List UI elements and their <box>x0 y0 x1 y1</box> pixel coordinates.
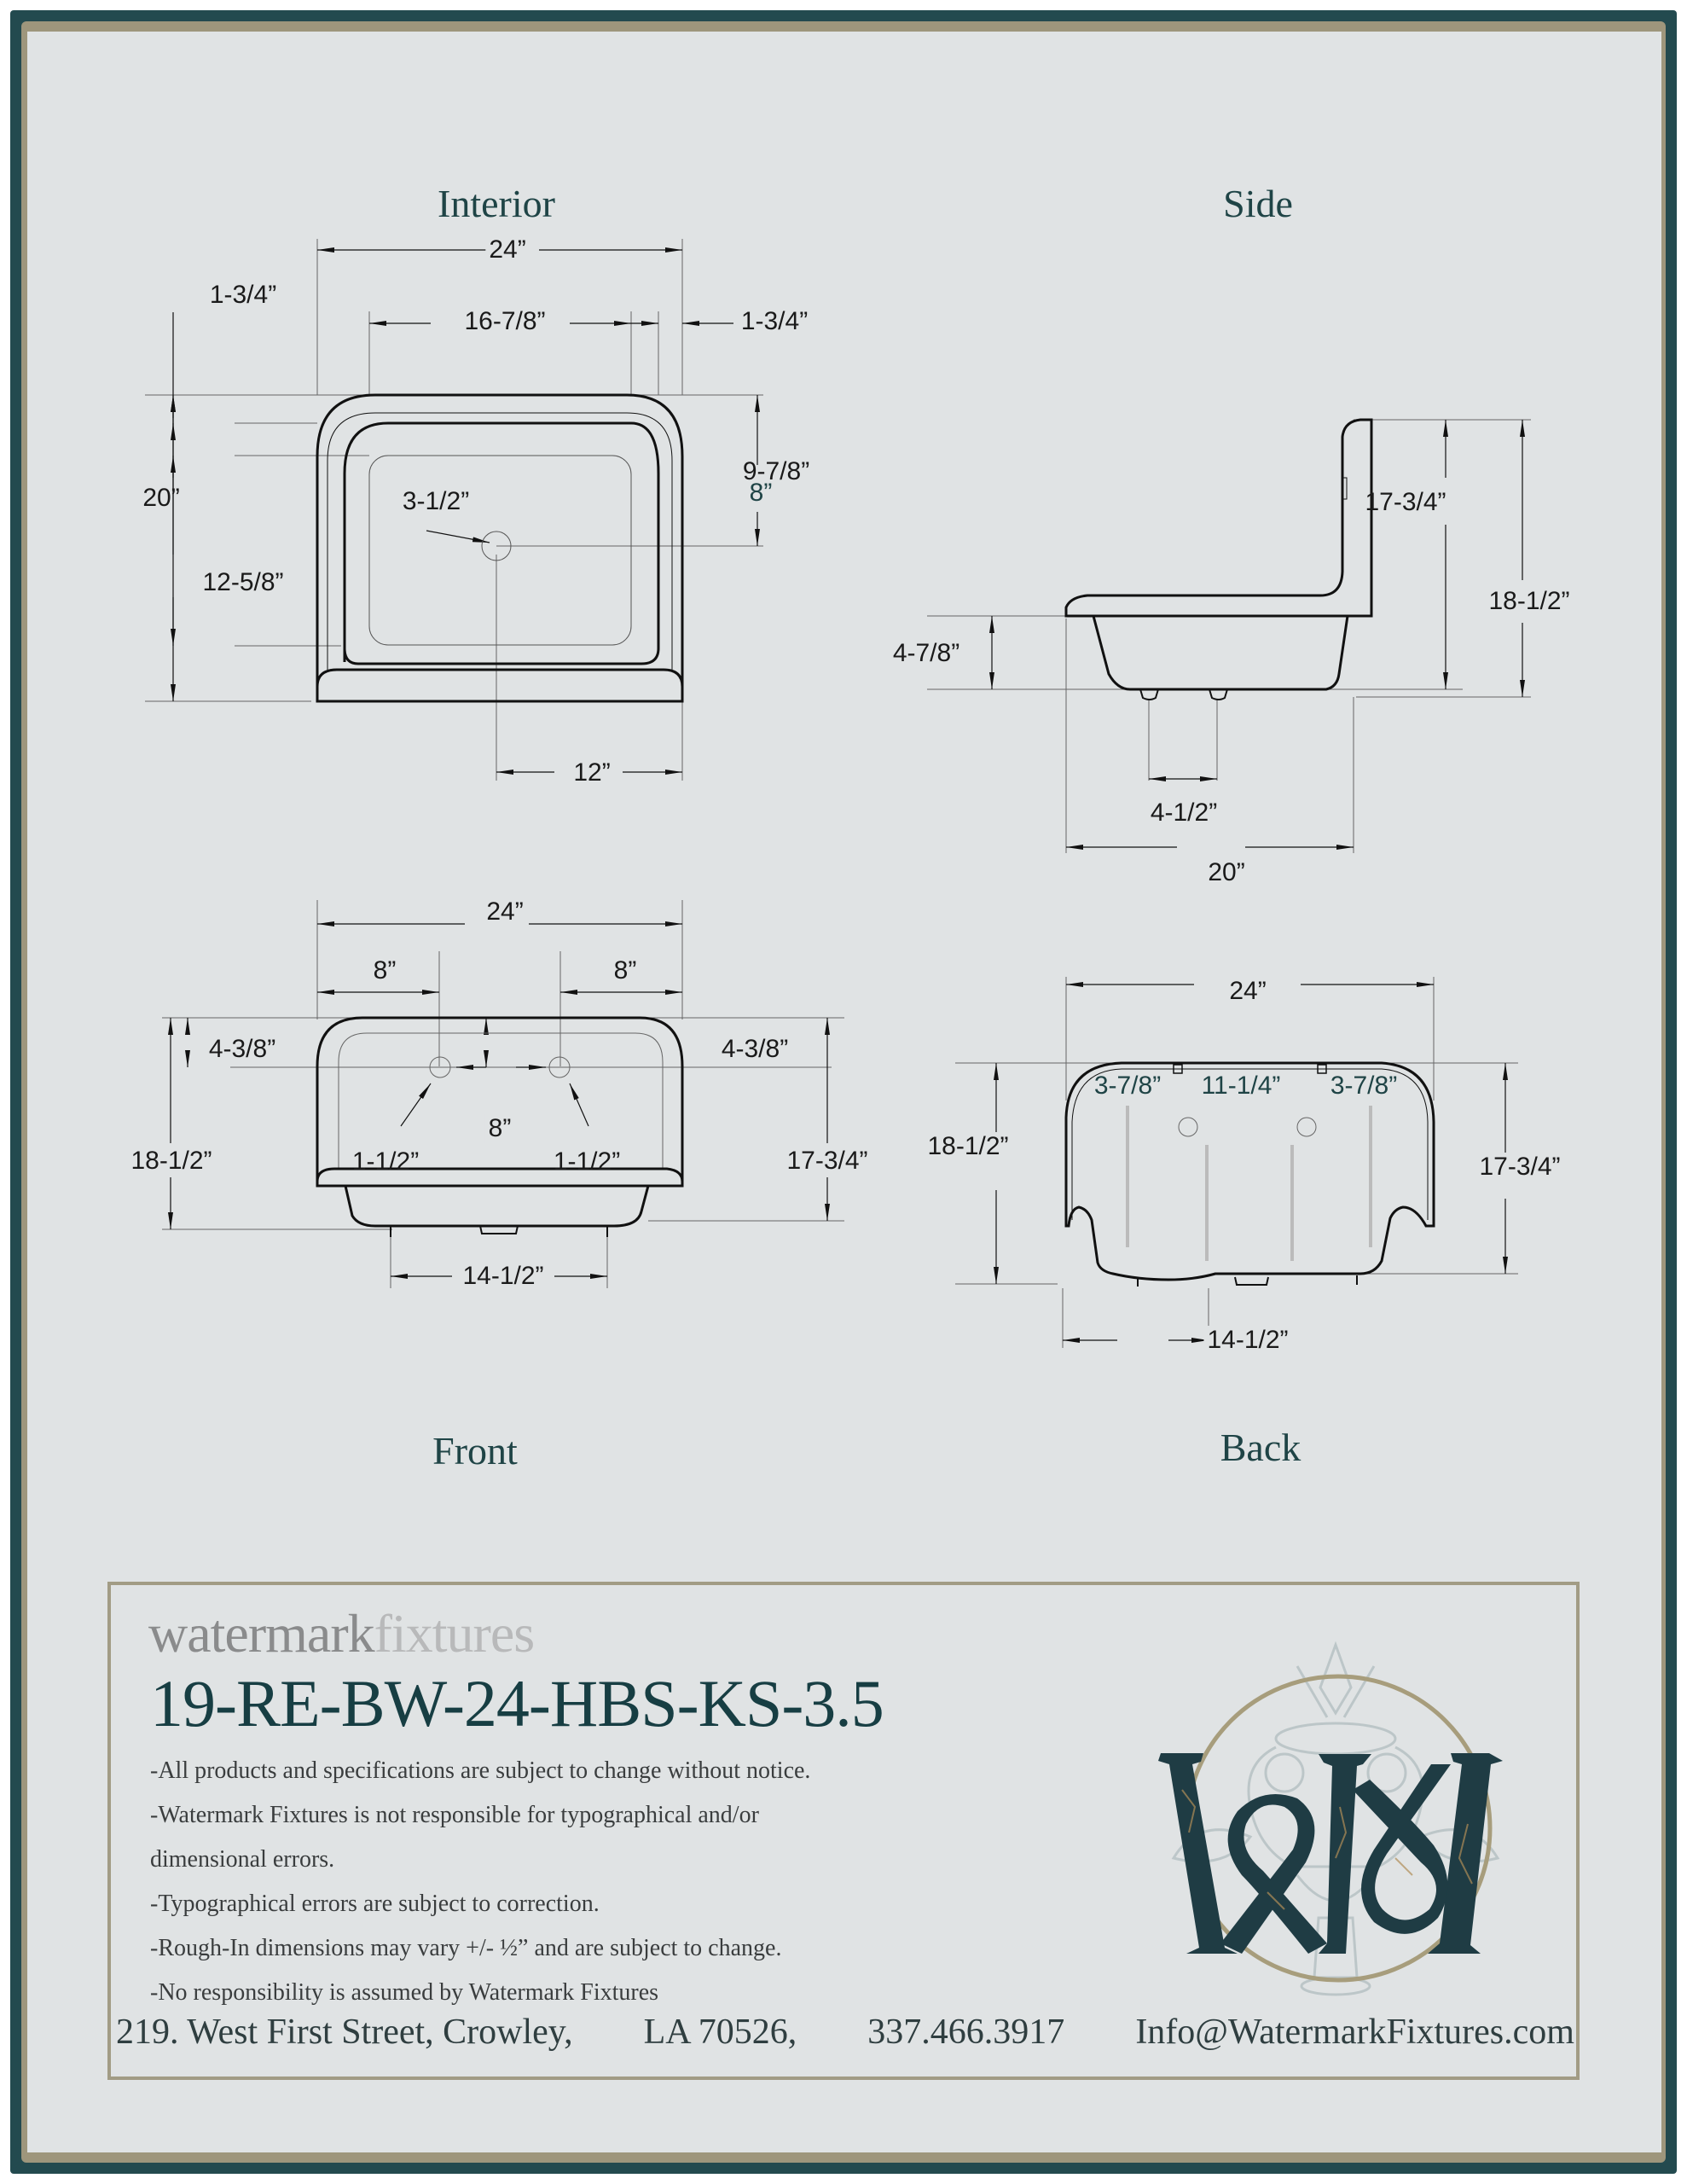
note-item: -Watermark Fixtures is not responsible f… <box>150 1802 759 1828</box>
technical-drawings <box>145 239 1531 1348</box>
side-backsplash-height-label: 17-3/4” <box>1365 488 1446 516</box>
interior-drain-from-back-label: 9-7/8” <box>742 457 810 485</box>
product-info-box: watermarkfixtures 19-RE-BW-24-HBS-KS-3.5… <box>107 1582 1580 2080</box>
front-backsplash-height-label: 17-3/4” <box>783 1147 872 1176</box>
front-right-hole-offset-label: 8” <box>613 956 637 985</box>
contact-line: 219. West First Street, Crowley, LA 7052… <box>111 2012 1580 2053</box>
side-overall-height-label: 18-1/2” <box>1488 587 1570 615</box>
side-basin-depth-label: 4-7/8” <box>892 639 960 667</box>
interior-bowl-width-label: 16-7/8” <box>461 307 549 336</box>
back-leg-spacing-label: 14-1/2” <box>1203 1326 1292 1355</box>
brand-wordmark-part1: watermark <box>148 1603 375 1664</box>
back-right-offset-label: 3-7/8” <box>1330 1072 1398 1100</box>
front-left-hole-diameter-label: 1-1/2” <box>351 1147 420 1176</box>
front-view-title: Front <box>432 1429 518 1472</box>
front-overall-height-label: 18-1/2” <box>127 1147 216 1176</box>
front-overall-width-label: 24” <box>483 897 527 926</box>
back-left-offset-label: 3-7/8” <box>1093 1072 1162 1100</box>
front-view-drawing <box>162 900 844 1288</box>
front-right-hole-diameter-label: 1-1/2” <box>553 1147 621 1176</box>
front-right-hole-from-top-label: 4-3/8” <box>717 1035 792 1064</box>
side-view-drawing <box>927 418 1531 853</box>
interior-drain-from-back-alt-label: 8” <box>749 479 773 507</box>
wm-monogram-logo-icon <box>1158 1641 1503 1996</box>
front-hole-spacing-label: 8” <box>484 1114 515 1143</box>
side-view-title: Side <box>1223 182 1293 225</box>
model-number: 19-RE-BW-24-HBS-KS-3.5 <box>150 1666 884 1740</box>
back-overall-height-label: 18-1/2” <box>924 1132 1012 1161</box>
interior-overall-width-label: 24” <box>485 235 530 264</box>
interior-bowl-depth-label: 12-5/8” <box>199 568 287 597</box>
interior-overall-depth-label: 20” <box>142 484 180 512</box>
back-view-drawing <box>955 977 1518 1348</box>
email-link[interactable]: Info@WatermarkFixtures.com <box>1135 2013 1574 2052</box>
disclaimer-notes: -All products and specifications are sub… <box>150 1749 810 2015</box>
interior-right-margin-label: 1-3/4” <box>740 307 809 335</box>
side-overall-depth-label: 20” <box>1204 858 1249 887</box>
phone-number[interactable]: 337.466.3917 <box>867 2013 1065 2052</box>
interior-drain-center-label: 12” <box>570 758 614 787</box>
front-left-hole-offset-label: 8” <box>373 956 397 985</box>
brand-wordmark: watermarkfixtures <box>148 1602 535 1665</box>
address-street: 219. West First Street, Crowley, <box>116 2013 573 2052</box>
front-left-hole-from-top-label: 4-3/8” <box>205 1035 280 1064</box>
interior-view-drawing <box>145 239 763 781</box>
back-center-span-label: 11-1/4” <box>1201 1072 1281 1100</box>
interior-drain-diameter-label: 3-1/2” <box>402 487 470 515</box>
note-item: -Typographical errors are subject to cor… <box>150 1891 600 1917</box>
note-item: -All products and specifications are sub… <box>150 1757 811 1784</box>
note-item: dimensional errors. <box>150 1846 335 1873</box>
back-backsplash-height-label: 17-3/4” <box>1475 1153 1564 1182</box>
brand-wordmark-part2: fixtures <box>374 1603 535 1664</box>
interior-view-title: Interior <box>438 182 555 225</box>
note-item: -Rough-In dimensions may vary +/- ½” and… <box>150 1935 782 1961</box>
spec-sheet-page: Interior Side Front Back 24” 1-3/4” 16-7… <box>27 32 1661 2152</box>
address-state-zip: LA 70526, <box>643 2013 797 2052</box>
note-item: -No responsibility is assumed by Waterma… <box>150 1979 659 2006</box>
front-leg-spacing-label: 14-1/2” <box>459 1262 548 1291</box>
back-overall-width-label: 24” <box>1226 977 1270 1006</box>
back-view-title: Back <box>1220 1426 1301 1469</box>
side-leg-spacing-label: 4-1/2” <box>1150 799 1218 827</box>
interior-top-margin-label: 1-3/4” <box>209 281 277 309</box>
